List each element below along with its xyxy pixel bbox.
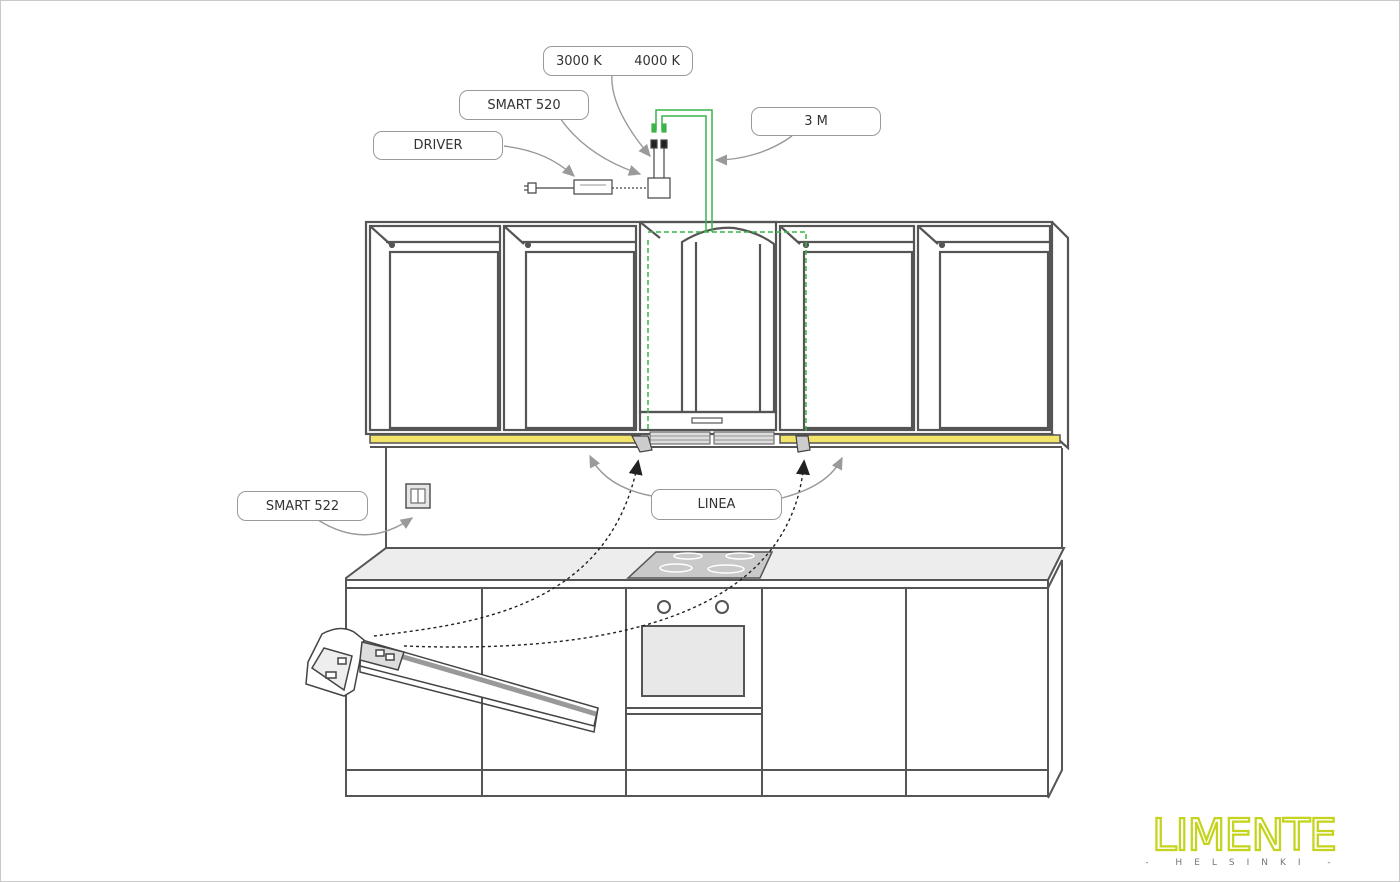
countertop [345,547,1066,799]
label-cable-length: 3 M [751,107,881,136]
brand-subtitle: - HELSINKI - [1145,858,1343,868]
label-temperature: 3000 K 4000 K [543,46,693,76]
oven [625,587,763,715]
limente-logo: LIMENTE - HELSINKI - [1124,810,1364,868]
upper-cabinet-2 [502,224,638,432]
cooker-hood [638,220,778,432]
led-strips [369,434,1062,453]
label-driver: DRIVER [373,131,503,160]
upper-cabinet-1 [368,224,502,432]
label-temperature-from: 3000 K [556,53,602,69]
upper-cabinet-5 [916,224,1052,432]
upper-cabinet-4 [778,224,916,432]
cable-route [647,109,807,432]
linea-profile-detail [305,627,599,733]
label-smart522: SMART 522 [237,491,368,521]
detail-connectors [373,459,810,648]
brand-name: LIMENTE [1151,810,1338,861]
label-linea: LINEA [651,489,782,520]
label-smart520: SMART 520 [459,90,589,120]
callout-arrows [317,73,843,536]
base-cabinets [345,587,1049,797]
hood-filters [649,431,775,445]
driver-assembly [524,123,671,199]
upper-cabinets [364,220,1070,451]
label-temperature-to: 4000 K [634,53,680,69]
backsplash [385,448,1063,548]
